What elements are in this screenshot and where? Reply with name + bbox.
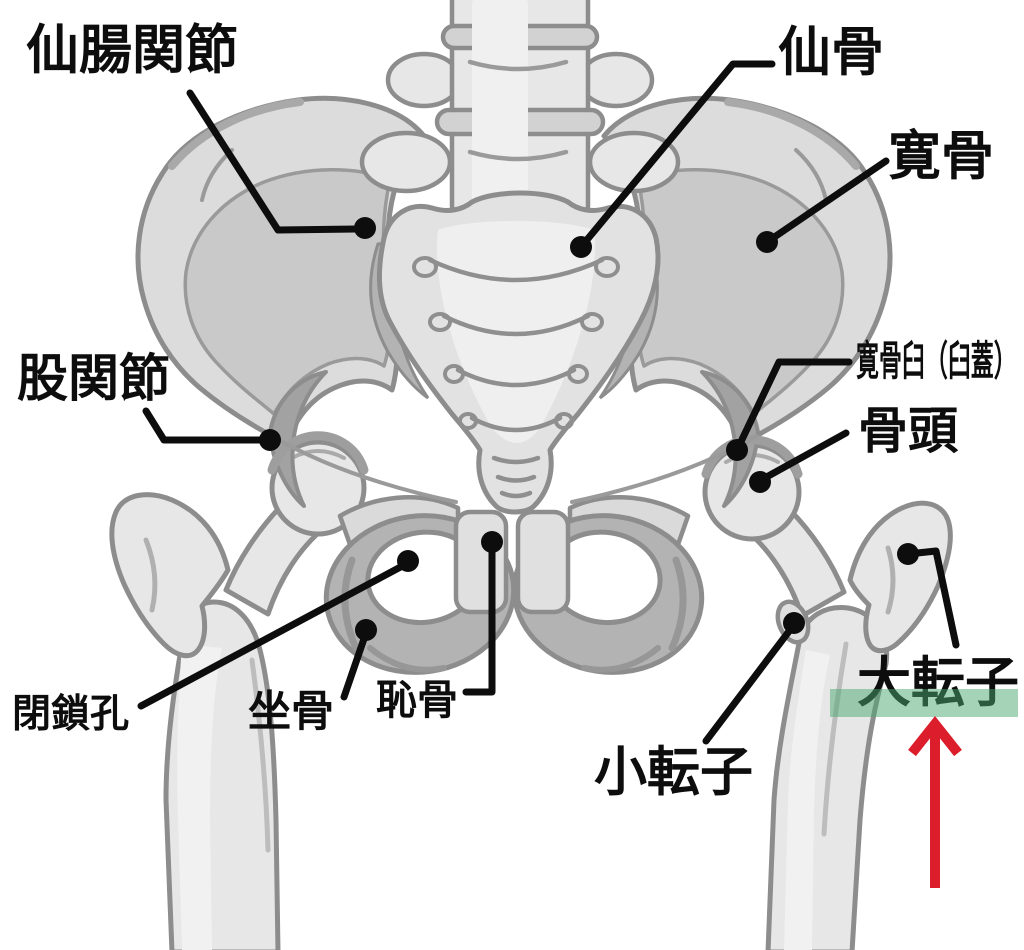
label-hip-joint: 股関節 <box>17 350 171 409</box>
label-acetabulum: 寛骨臼（臼蓋） <box>856 337 1017 385</box>
greater-trochanter-highlight <box>830 689 1018 717</box>
marker-dots <box>259 217 919 641</box>
label-sacroiliac-joint: 仙腸関節 <box>26 20 238 81</box>
label-ischium: 坐骨 <box>248 687 334 737</box>
right-femur <box>702 442 953 950</box>
label-pubis: 恥骨 <box>376 676 458 724</box>
label-hip-bone: 寛骨 <box>888 126 994 187</box>
sacrum-bone <box>376 190 661 515</box>
label-lesser-trochanter: 小転子 <box>594 742 753 803</box>
spine <box>359 0 681 217</box>
label-sacrum: 仙骨 <box>778 22 884 83</box>
label-femoral-head: 骨頭 <box>858 402 958 460</box>
label-obturator-foramen: 閉鎖孔 <box>12 692 130 737</box>
left-femur <box>109 439 367 950</box>
